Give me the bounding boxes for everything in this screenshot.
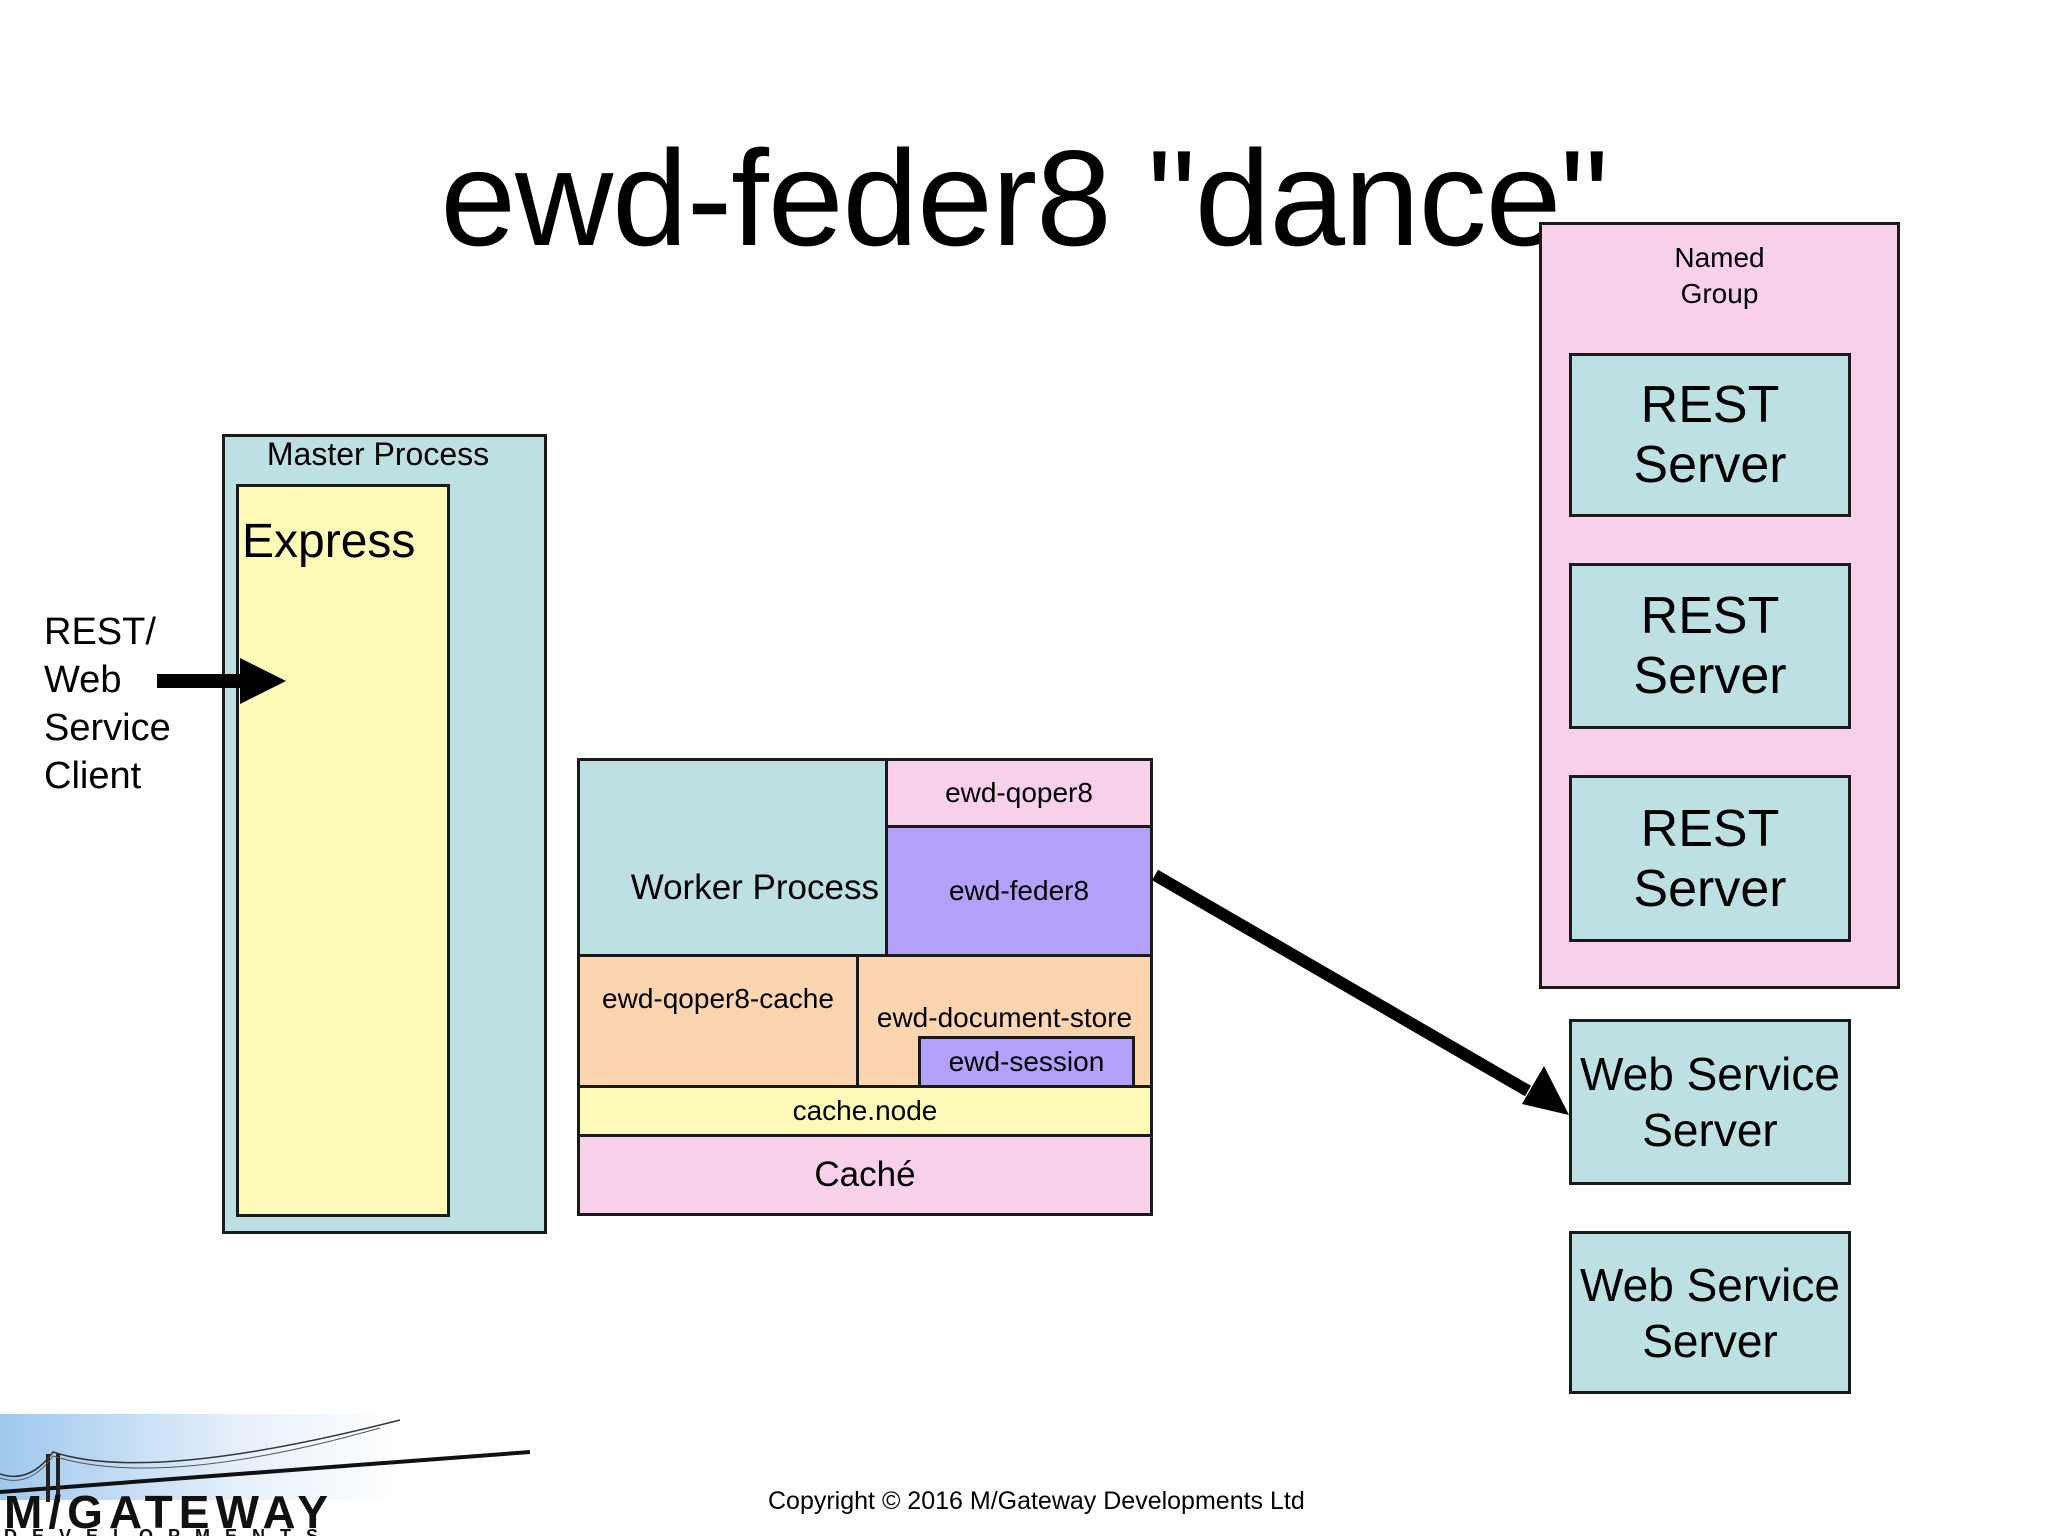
rest-server-line2: Server [1633,647,1787,705]
rest-server-line1: REST [1640,799,1780,858]
slide-title: ewd-feder8 "dance" [440,122,1608,274]
web-service-server-line1: Web Service [1580,1258,1840,1311]
rest-server-line2: Server [1633,859,1787,918]
feder8-to-web-service-arrow [1151,869,1569,1115]
ewd-document-store-label: ewd-document-store [876,1002,1133,1033]
logo-subtitle: DEVELOPMENTS [4,1526,333,1536]
ewd-qoper8-box: ewd-qoper8 [885,758,1153,828]
web-service-server-line2: Server [1642,1314,1778,1367]
cache-node-box: cache.node [577,1085,1153,1137]
master-process-label: Master Process [266,436,490,472]
named-group-label-line: Group [1680,278,1759,309]
client-label-line: Service [44,707,171,749]
cache-box: Caché [577,1134,1153,1216]
named-group-label-line: Named [1674,242,1765,273]
ewd-qoper8-cache-box: ewd-qoper8-cache [577,954,859,1088]
ewd-feder8-box: ewd-feder8 [885,825,1153,957]
worker-process-label: Worker Process [630,868,879,907]
worker-process-box [577,758,888,957]
express-box [236,484,450,1217]
client-label: REST/ Web Service Client [44,608,171,800]
rest-server-line1: REST [1640,587,1780,645]
rest-server-line1: REST [1640,376,1780,434]
logo-wordmark: M/GATEWAY [4,1486,334,1536]
ewd-session-box: ewd-session [918,1036,1135,1088]
client-label-line: REST/ [44,611,156,653]
rest-server-line2: Server [1633,436,1787,494]
copyright-text: Copyright © 2016 M/Gateway Developments … [768,1487,1305,1515]
express-label: Express [242,515,416,568]
m-gateway-logo: M/GATEWAY DEVELOPMENTS [0,1414,531,1536]
named-group-label: Named Group [1539,240,1900,312]
web-service-server-line2: Server [1642,1104,1778,1156]
client-label-line: Client [44,755,142,797]
client-label-line: Web [44,659,122,701]
web-service-server-line1: Web Service [1580,1048,1840,1100]
